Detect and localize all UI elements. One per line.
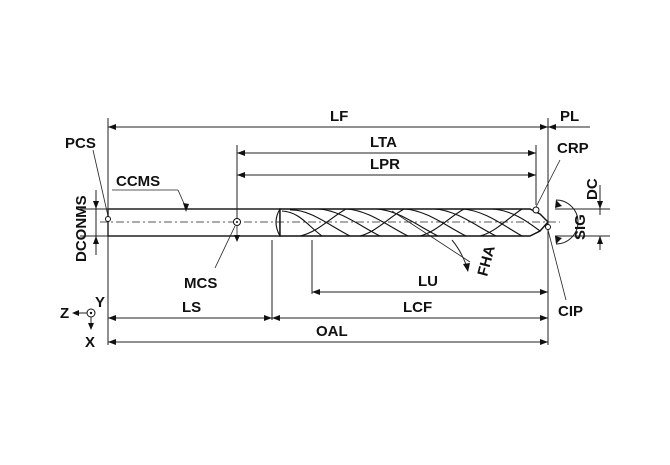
label-lu: LU — [418, 273, 438, 290]
label-ls: LS — [182, 299, 201, 316]
dimension-lf — [108, 124, 548, 130]
label-dc: DC — [584, 178, 601, 200]
marker-crp — [532, 159, 561, 214]
shank — [107, 208, 281, 237]
extension-lines — [107, 118, 610, 345]
label-oal: OAL — [316, 323, 348, 340]
axis-label-y: Y — [95, 294, 105, 311]
label-lcf: LCF — [403, 299, 432, 316]
angle-sig — [555, 199, 579, 245]
label-lf: LF — [330, 108, 348, 125]
angle-fha — [391, 210, 471, 272]
label-mcs: MCS — [184, 275, 217, 292]
label-lta: LTA — [370, 134, 397, 151]
drill-body — [100, 208, 560, 237]
axis-label-x: X — [85, 334, 95, 351]
dimension-lta — [237, 150, 536, 156]
label-ccms: CCMS — [116, 173, 160, 190]
dimension-dconms — [80, 190, 108, 255]
dimension-oal — [108, 339, 548, 345]
marker-pcs — [92, 149, 111, 222]
dimension-pl — [548, 124, 590, 130]
dimension-lu — [312, 289, 548, 295]
label-cip: CIP — [558, 303, 583, 320]
dimension-dc — [597, 185, 603, 250]
dimension-ls — [108, 315, 272, 321]
marker-cip — [545, 224, 567, 301]
axis-label-z: Z — [60, 305, 69, 322]
flute-helix — [281, 208, 541, 237]
label-dconms: DCONMS — [73, 195, 90, 262]
marker-mcs — [214, 218, 241, 269]
label-pl: PL — [560, 108, 579, 125]
leader-ccms — [112, 189, 189, 212]
label-crp: CRP — [557, 140, 589, 157]
dimension-lpr — [237, 172, 536, 178]
label-pcs: PCS — [65, 135, 96, 152]
dimension-lcf — [272, 315, 548, 321]
label-lpr: LPR — [370, 156, 400, 173]
coordinate-system — [72, 308, 96, 330]
label-fha: FHA — [474, 244, 498, 278]
label-sig: SIG — [572, 214, 589, 240]
